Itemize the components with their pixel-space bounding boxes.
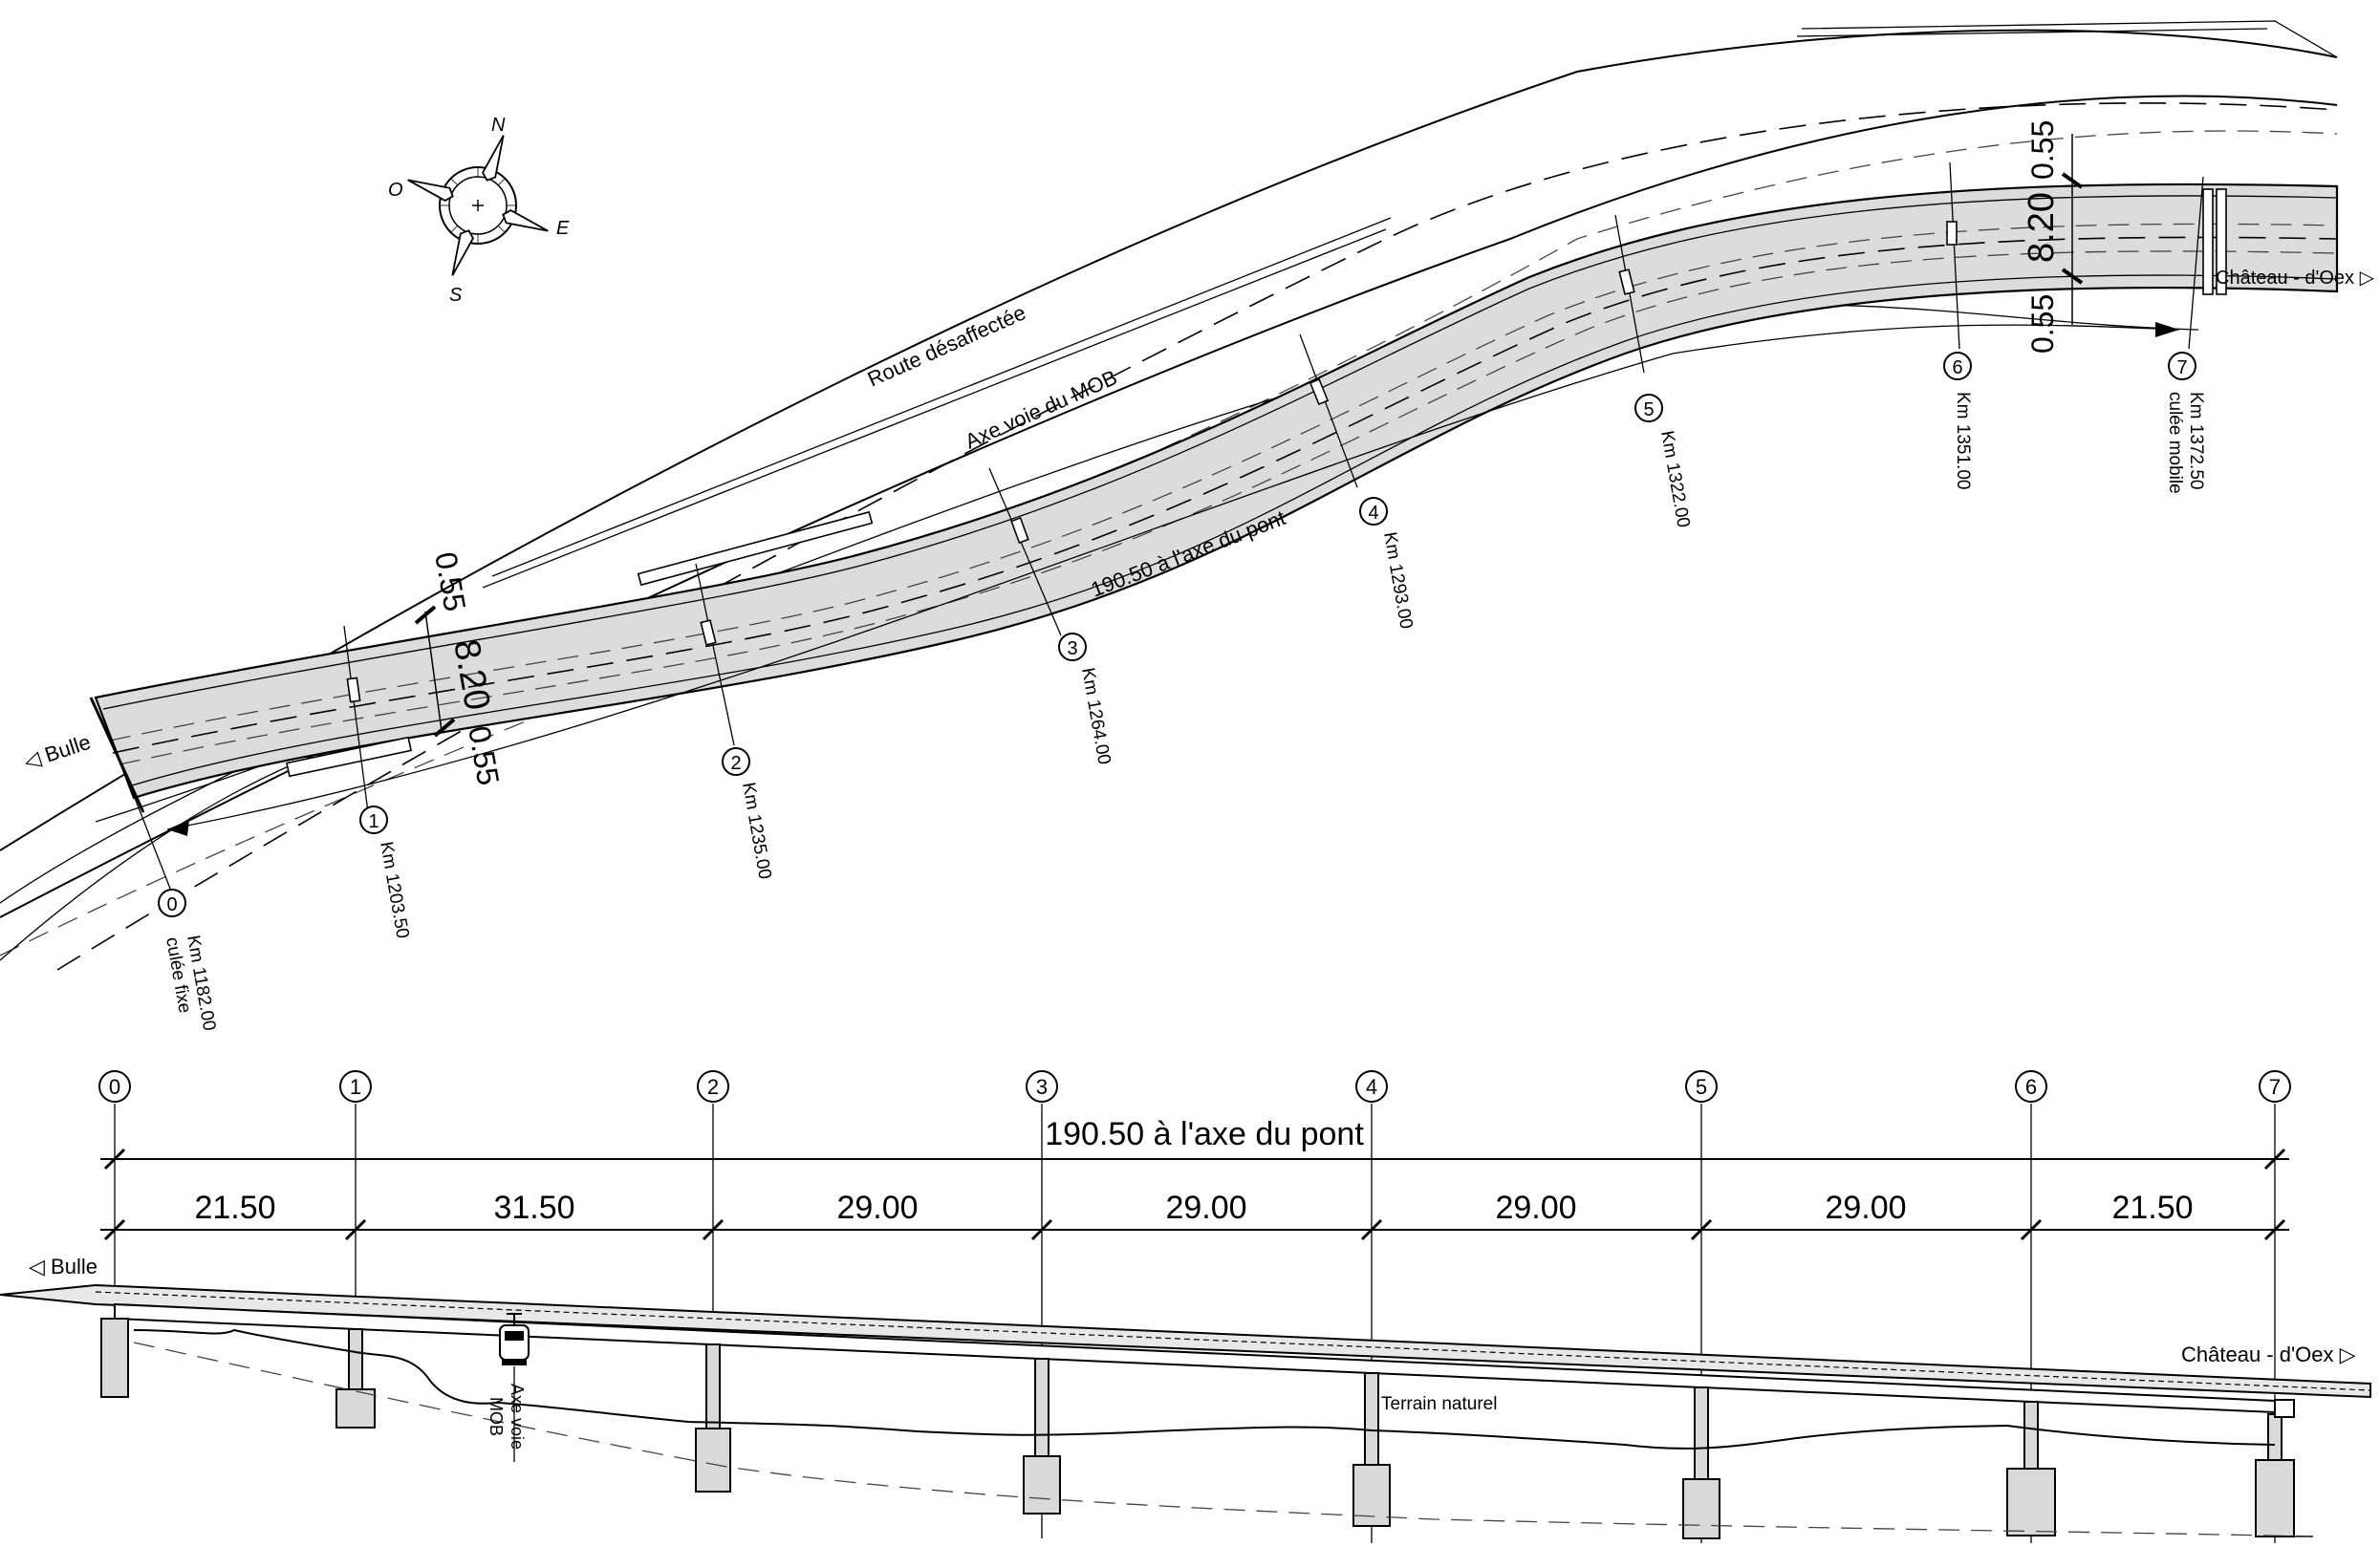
plan-axis-1-km: Km 1203.50: [376, 840, 412, 940]
plan-axis-4-km: Km 1293.00: [1379, 530, 1416, 631]
elevation-axis-3: 3: [1036, 1075, 1048, 1099]
elevation-piers: [100, 1318, 2295, 1539]
plan-road-label: Route désaffectée: [864, 300, 1029, 391]
plan-axis-3: 3 Km 1264.00: [1058, 633, 1114, 766]
compass-west-label: O: [388, 180, 403, 201]
train-icon: [499, 1313, 530, 1365]
elevation-span-5: 29.00: [1495, 1190, 1576, 1226]
elevation-left-end: ◁ Bulle: [29, 1255, 97, 1278]
plan-axis-7-note: culée mobile: [2165, 392, 2185, 494]
plan-axis-6: 6 Km 1351.00: [1943, 352, 1973, 489]
plan-left-end: ◁ Bulle: [21, 730, 94, 774]
plan-axis-5-num: 5: [1643, 399, 1654, 420]
elevation-mob-label-1: Axe voie: [508, 1384, 527, 1450]
plan-axis-4-num: 4: [1368, 503, 1378, 524]
elevation-axis-7: 7: [2269, 1075, 2281, 1099]
elevation-axis-markers: 0 1 2 3 4 5 6 7: [98, 1070, 2291, 1103]
plan-axis-5-km: Km 1322.00: [1656, 429, 1693, 529]
elevation-terrain-label: Terrain naturel: [1381, 1394, 1497, 1414]
elevation-axis-0: 0: [109, 1075, 120, 1099]
elevation-span-6: 29.00: [1825, 1190, 1906, 1226]
elevation-right-end: Château - d'Oex ▷: [2181, 1343, 2356, 1366]
elevation-axis-5: 5: [1696, 1075, 1707, 1099]
plan-axis-6-num: 6: [1952, 357, 1962, 378]
ground-profile: [133, 1328, 2276, 1450]
plan-axis-1-num: 1: [368, 811, 379, 832]
plan-width-mid-right: 8.20: [2022, 192, 2062, 263]
elevation-span-7: 21.50: [2111, 1190, 2193, 1226]
elevation-axis-6: 6: [2025, 1075, 2037, 1099]
compass-east-label: E: [556, 218, 570, 239]
compass-north-label: N: [491, 115, 506, 136]
plan-axis-0: 0 Km 1182.00 culée fixe: [158, 889, 219, 1032]
elevation-view: 0 1 2 3 4 5 6 7 190.50 à l'axe du pont: [0, 1070, 2371, 1543]
compass-rose-icon: N E S O: [388, 115, 570, 306]
plan-width-bot-right: 0.55: [2025, 294, 2060, 354]
plan-width-top-left: 0.55: [428, 549, 472, 614]
road-edge-outer: [0, 29, 2338, 851]
plan-mob-label: Axe voie du MOB: [962, 365, 1121, 453]
plan-axis-3-km: Km 1264.00: [1077, 666, 1114, 766]
plan-axis-7-km: Km 1372.50: [2186, 392, 2206, 489]
plan-axis-7: 7 Km 1372.50 culée mobile: [2165, 352, 2206, 494]
plan-axis-5: 5 Km 1322.00: [1634, 394, 1694, 529]
plan-right-end: Château - d'Oex ▷: [2216, 268, 2375, 289]
plan-axis-2-km: Km 1235.00: [738, 781, 774, 881]
plan-axis-2-num: 2: [730, 753, 741, 774]
plan-view: 0.55 8.20 0.55 0.55 8.20 0.55 Route désa…: [0, 20, 2375, 1032]
compass-south-label: S: [449, 285, 463, 306]
plan-axis-3-num: 3: [1067, 638, 1077, 659]
plan-axis-0-num: 0: [166, 894, 177, 915]
plan-axis-7-num: 7: [2176, 357, 2187, 378]
elevation-span-3: 29.00: [836, 1190, 918, 1226]
elevation-axis-1: 1: [350, 1075, 361, 1099]
plan-axis-2: 2 Km 1235.00: [722, 747, 775, 881]
plan-axis-4: 4 Km 1293.00: [1359, 497, 1417, 631]
elevation-axis-4: 4: [1366, 1075, 1377, 1099]
elevation-mob-label-2: MOB: [487, 1397, 506, 1436]
elevation-axis-2: 2: [707, 1075, 719, 1099]
plan-axis-1: 1 Km 1203.50: [359, 806, 413, 940]
plan-axis-6-km: Km 1351.00: [1953, 392, 1973, 489]
elevation-span-1: 21.50: [194, 1190, 275, 1226]
bridge-deck: [94, 183, 2339, 800]
elevation-total-label: 190.50 à l'axe du pont: [1045, 1116, 1364, 1152]
elevation-span-2: 31.50: [493, 1190, 574, 1226]
elevation-span-4: 29.00: [1165, 1190, 1246, 1226]
plan-width-top-right: 0.55: [2025, 120, 2060, 180]
plan-width-bot-left: 0.55: [462, 723, 506, 788]
